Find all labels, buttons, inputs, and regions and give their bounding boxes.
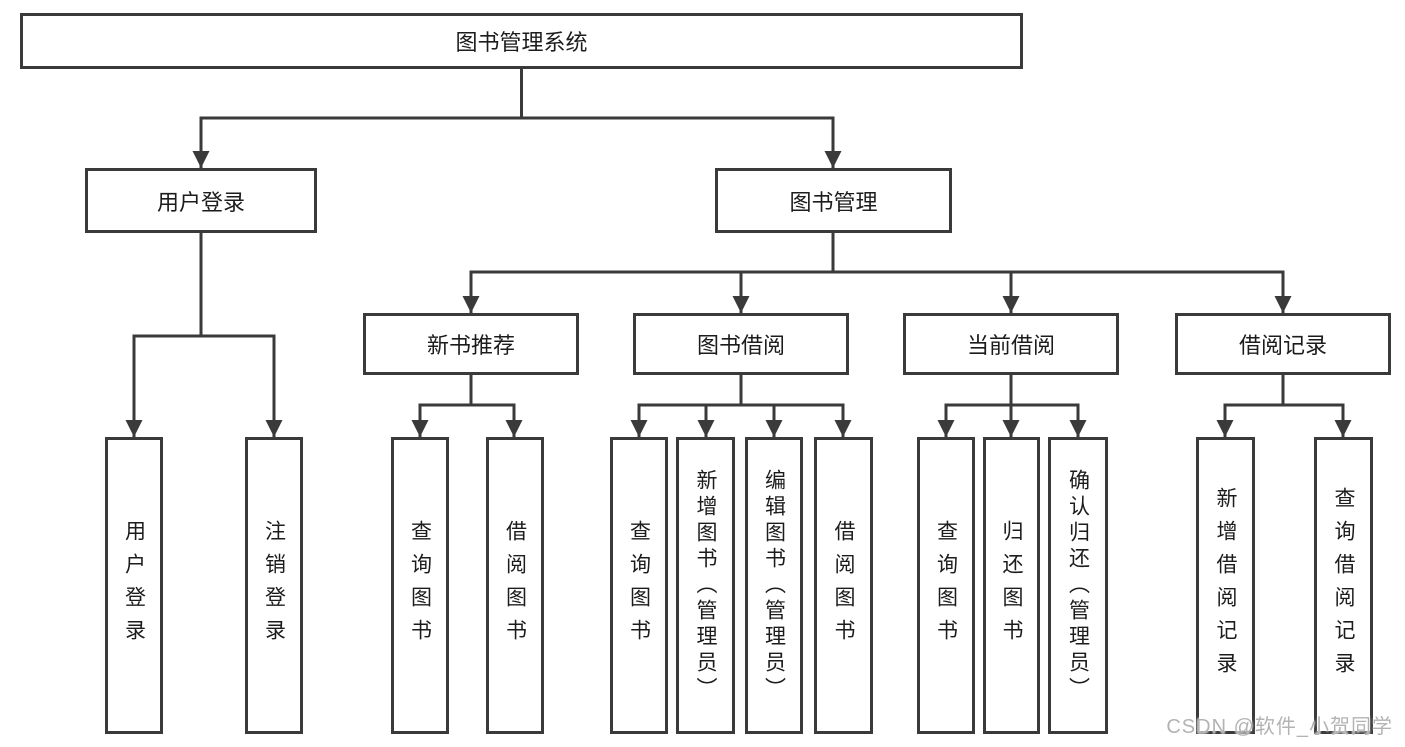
node-book-borrowing: 图书借阅 — [633, 313, 849, 375]
leaf-add-book-admin: 新增图书（管理员） — [676, 437, 735, 734]
node-current-borrowing-label: 当前借阅 — [966, 333, 1055, 358]
node-new-book-recommend-label: 新书推荐 — [426, 333, 515, 358]
node-new-book-recommend: 新书推荐 — [363, 313, 579, 375]
leaf-user-login: 用户登录 — [105, 437, 163, 734]
leaf-logout-label: 注销登录 — [262, 519, 286, 652]
leaf-current-query-book: 查询图书 — [917, 437, 975, 734]
leaf-recommend-borrow-book: 借阅图书 — [486, 437, 544, 734]
leaf-borrowing-borrow-book: 借阅图书 — [814, 437, 873, 734]
leaf-confirm-return-admin-label: 确认归还（管理员） — [1066, 468, 1090, 703]
csdn-watermark: CSDN @软件_小贺同学 — [1166, 716, 1393, 738]
leaf-logout: 注销登录 — [245, 437, 303, 734]
leaf-query-borrow-record: 查询借阅记录 — [1314, 437, 1373, 734]
leaf-current-query-book-label: 查询图书 — [934, 519, 958, 652]
node-root: 图书管理系统 — [20, 13, 1023, 69]
leaf-recommend-query-book-label: 查询图书 — [408, 519, 432, 652]
node-book-borrowing-label: 图书借阅 — [696, 333, 785, 358]
leaf-add-book-admin-label: 新增图书（管理员） — [694, 468, 717, 703]
leaf-confirm-return-admin: 确认归还（管理员） — [1048, 437, 1108, 734]
leaf-borrowing-query-book: 查询图书 — [610, 437, 668, 734]
node-user-login: 用户登录 — [85, 168, 317, 233]
leaf-recommend-query-book: 查询图书 — [391, 437, 449, 734]
node-borrow-records: 借阅记录 — [1175, 313, 1391, 375]
node-user-login-label: 用户登录 — [156, 189, 245, 215]
leaf-borrowing-borrow-book-label: 借阅图书 — [832, 519, 855, 652]
node-borrow-records-label: 借阅记录 — [1238, 333, 1327, 358]
leaf-return-book-label: 归还图书 — [1000, 519, 1023, 652]
leaf-edit-book-admin-label: 编辑图书（管理员） — [762, 468, 786, 703]
leaf-recommend-borrow-book-label: 借阅图书 — [503, 519, 527, 652]
leaf-add-borrow-record-label: 新增借阅记录 — [1214, 486, 1237, 685]
leaf-add-borrow-record: 新增借阅记录 — [1196, 437, 1255, 734]
node-root-label: 图书管理系统 — [455, 30, 588, 55]
leaf-user-login-label: 用户登录 — [122, 519, 146, 652]
leaf-return-book: 归还图书 — [983, 437, 1040, 734]
node-book-management-label: 图书管理 — [789, 189, 878, 215]
leaf-borrowing-query-book-label: 查询图书 — [627, 519, 651, 652]
leaf-edit-book-admin: 编辑图书（管理员） — [745, 437, 803, 734]
node-current-borrowing: 当前借阅 — [903, 313, 1119, 375]
leaf-query-borrow-record-label: 查询借阅记录 — [1332, 486, 1355, 685]
node-book-management: 图书管理 — [715, 168, 952, 233]
